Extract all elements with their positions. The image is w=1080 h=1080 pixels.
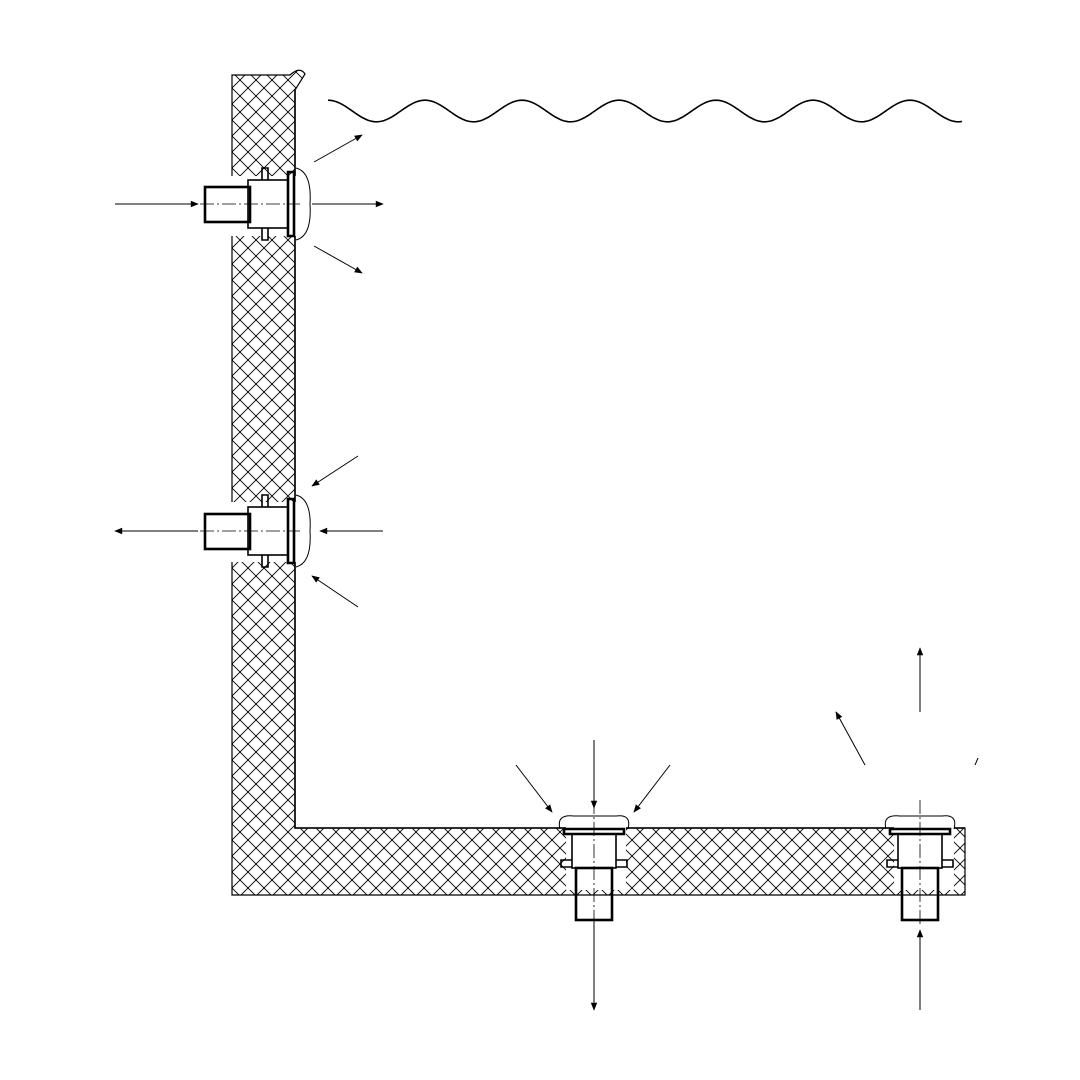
jet-arrow-up — [313, 134, 363, 163]
floor-inlet — [835, 647, 979, 1010]
floor-jet-arrow-right — [974, 757, 979, 766]
inner-surface-edge — [294, 90, 965, 829]
drain-arrow-right — [633, 764, 671, 813]
drain-arrow-left — [515, 764, 553, 813]
pool-wall-and-floor — [231, 69, 966, 896]
wall-suction-lower — [114, 455, 383, 608]
suction-arrow-down — [311, 575, 359, 608]
suction-arrow-up — [311, 455, 359, 487]
wall-inlet-upper — [115, 134, 384, 274]
water-surface — [327, 99, 963, 123]
floor-jet-arrow-left — [835, 711, 866, 766]
floor-drain — [515, 740, 671, 1011]
jet-arrow-down — [313, 245, 363, 274]
